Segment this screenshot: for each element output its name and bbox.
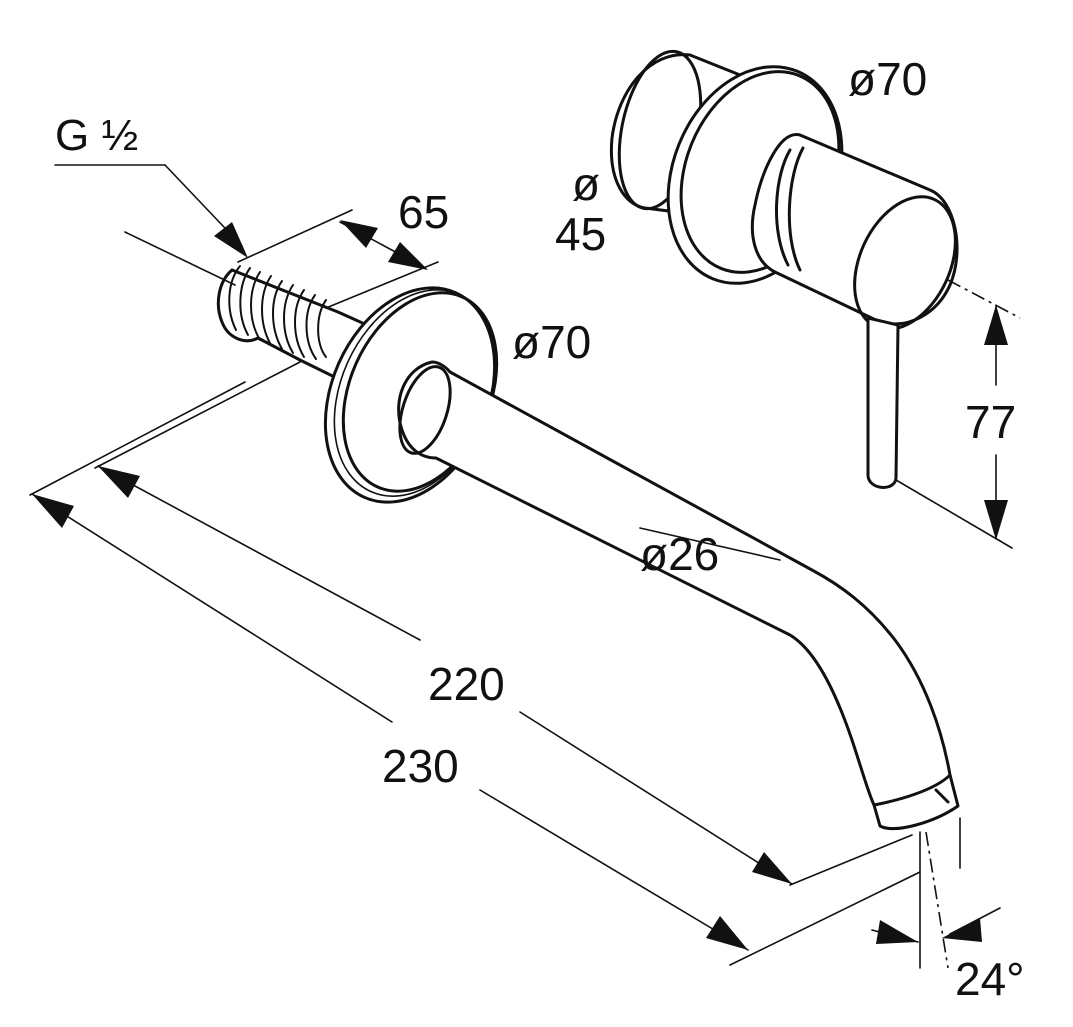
ext-line-220-start: [94, 361, 301, 469]
dim-230-arrow-b: [706, 916, 748, 950]
dim-line-230-b: [479, 789, 749, 951]
spout-axis-line: [124, 231, 236, 286]
thread-dim-arrow-a: [340, 220, 378, 248]
spout-tube: [397, 360, 960, 831]
spout-diameter-label: ø26: [640, 528, 719, 580]
dim-line-230-a: [31, 493, 393, 723]
handle-rosette-diameter-label: ø70: [848, 53, 927, 105]
dim-77-arrow-top: [984, 305, 1008, 345]
lever-height-label: 77: [965, 396, 1016, 448]
angle-arrow-b: [942, 918, 982, 942]
body-diameter-symbol: ø: [572, 158, 600, 210]
dim-230-arrow-a: [32, 494, 74, 528]
dim-line-220-a: [97, 465, 421, 641]
thread-ext-line-a: [237, 209, 353, 263]
ext-line-230-end: [729, 871, 921, 966]
spout-diameter-mark: [639, 527, 781, 561]
spout-rosette-diameter-label: ø70: [512, 316, 591, 368]
length-230-label: 230: [382, 740, 459, 792]
thread-length-label: 65: [398, 186, 449, 238]
ext-line-220-end: [789, 834, 913, 886]
ext-line-230-start: [29, 381, 246, 496]
labels: G ½ 65 ø70 ø 45 ø70 ø26 77 220 230 24°: [55, 53, 1025, 1005]
dimensions: [29, 164, 1021, 969]
thread-ext-line-b: [325, 261, 439, 309]
body-diameter-label: 45: [555, 208, 606, 260]
handle-assembly: [609, 49, 959, 489]
angle-spout-axis-line: [925, 831, 949, 969]
dim-220-arrow-a: [98, 466, 140, 498]
lever-bottom-ext-line: [895, 479, 1013, 549]
thread-dim-arrow-b: [388, 242, 428, 270]
thread-size-label: G ½: [55, 111, 138, 160]
angle-arrow-a: [876, 920, 918, 944]
length-220-label: 220: [428, 658, 505, 710]
thread-leader-arrow: [214, 222, 248, 258]
spout-assembly: [124, 231, 960, 831]
angle-label: 24°: [955, 953, 1025, 1005]
dim-220-arrow-b: [752, 852, 792, 884]
lever-top-ext-line: [947, 279, 1021, 319]
dim-77-arrow-bottom: [984, 500, 1008, 540]
dim-line-220-b: [519, 711, 793, 885]
